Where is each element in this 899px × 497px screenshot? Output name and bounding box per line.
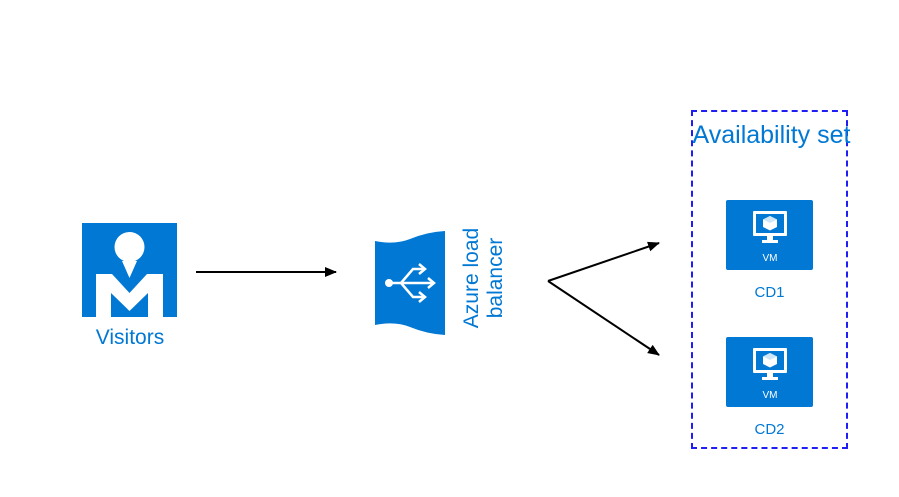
- arrow-lb-to-cd1: [547, 241, 660, 282]
- arrow-lb-to-cd2: [547, 280, 660, 356]
- user-icon: [82, 223, 177, 317]
- virtual-machine-icon: VM: [753, 211, 787, 264]
- vm-label-cd1: CD1: [754, 284, 785, 301]
- load-balancer-label: Azure load balancer: [460, 227, 507, 329]
- vm-tile-cd2: VM: [726, 337, 813, 407]
- vm-tile-cd1: VM: [726, 200, 813, 270]
- load-balancer-icon: [375, 231, 445, 335]
- availability-set-title: Availability set: [692, 121, 851, 149]
- virtual-machine-icon: VM: [753, 348, 787, 401]
- visitors-label: Visitors: [95, 326, 165, 349]
- vm-label-cd2: CD2: [754, 421, 785, 438]
- vm-badge: VM: [763, 390, 778, 401]
- vm-badge: VM: [763, 253, 778, 264]
- availability-set-boundary: [691, 110, 848, 449]
